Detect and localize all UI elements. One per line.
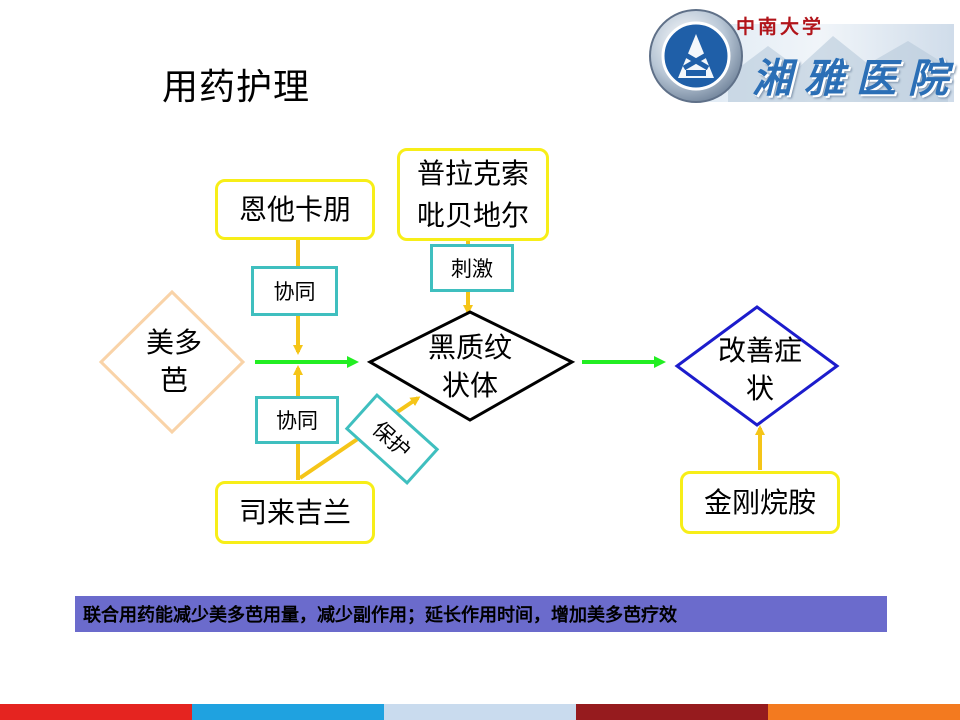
node-amantadine: 金刚烷胺: [680, 471, 840, 534]
footer-stripe-red: [0, 704, 192, 720]
node-pramipexole: 普拉克索 吡贝地尔: [397, 148, 549, 241]
node-selegiline-label: 司来吉兰: [238, 495, 351, 529]
edge-label-stimulate: 刺激: [430, 244, 514, 292]
page-title: 用药护理: [162, 67, 311, 108]
combination-therapy-note: 联合用药能减少美多芭用量，减少副作用；延长作用时间，增加美多芭疗效: [83, 605, 677, 626]
edge-label-synergy-top-text: 协同: [273, 280, 316, 304]
edge-label-synergy-top: 协同: [251, 266, 338, 316]
node-pramipexole-label: 普拉克索 吡贝地尔: [416, 156, 529, 232]
node-improve-symptoms-label: 改善症 状: [717, 334, 802, 405]
levodopa-diamond: [98, 289, 246, 435]
note-background: [75, 596, 887, 632]
university-logo: [649, 9, 954, 103]
improve-symptoms-diamond: [674, 305, 840, 427]
edge-label-synergy-bottom: 协同: [255, 396, 339, 444]
node-selegiline: 司来吉兰: [215, 481, 375, 544]
edge-label-synergy-bottom-text: 协同: [276, 409, 318, 433]
substantia-nigra-diamond: [366, 310, 576, 422]
footer-stripe-darkred: [576, 704, 768, 720]
node-levodopa-label: 美多 芭: [145, 326, 202, 397]
edge-label-stimulate-text: 刺激: [451, 257, 493, 281]
node-substantia-nigra-label: 黑质纹 状体: [427, 331, 512, 402]
footer-stripe-blue: [192, 704, 384, 720]
logo-university-name: 中南大学: [736, 16, 825, 38]
node-entacapone-label: 恩他卡朋: [238, 192, 351, 226]
node-entacapone: 恩他卡朋: [215, 179, 375, 240]
footer-stripe-lightblue: [384, 704, 576, 720]
node-amantadine-label: 金刚烷胺: [703, 485, 816, 519]
footer-stripe-orange: [768, 704, 960, 720]
logo-hospital-name: 湘雅医院: [752, 56, 960, 102]
